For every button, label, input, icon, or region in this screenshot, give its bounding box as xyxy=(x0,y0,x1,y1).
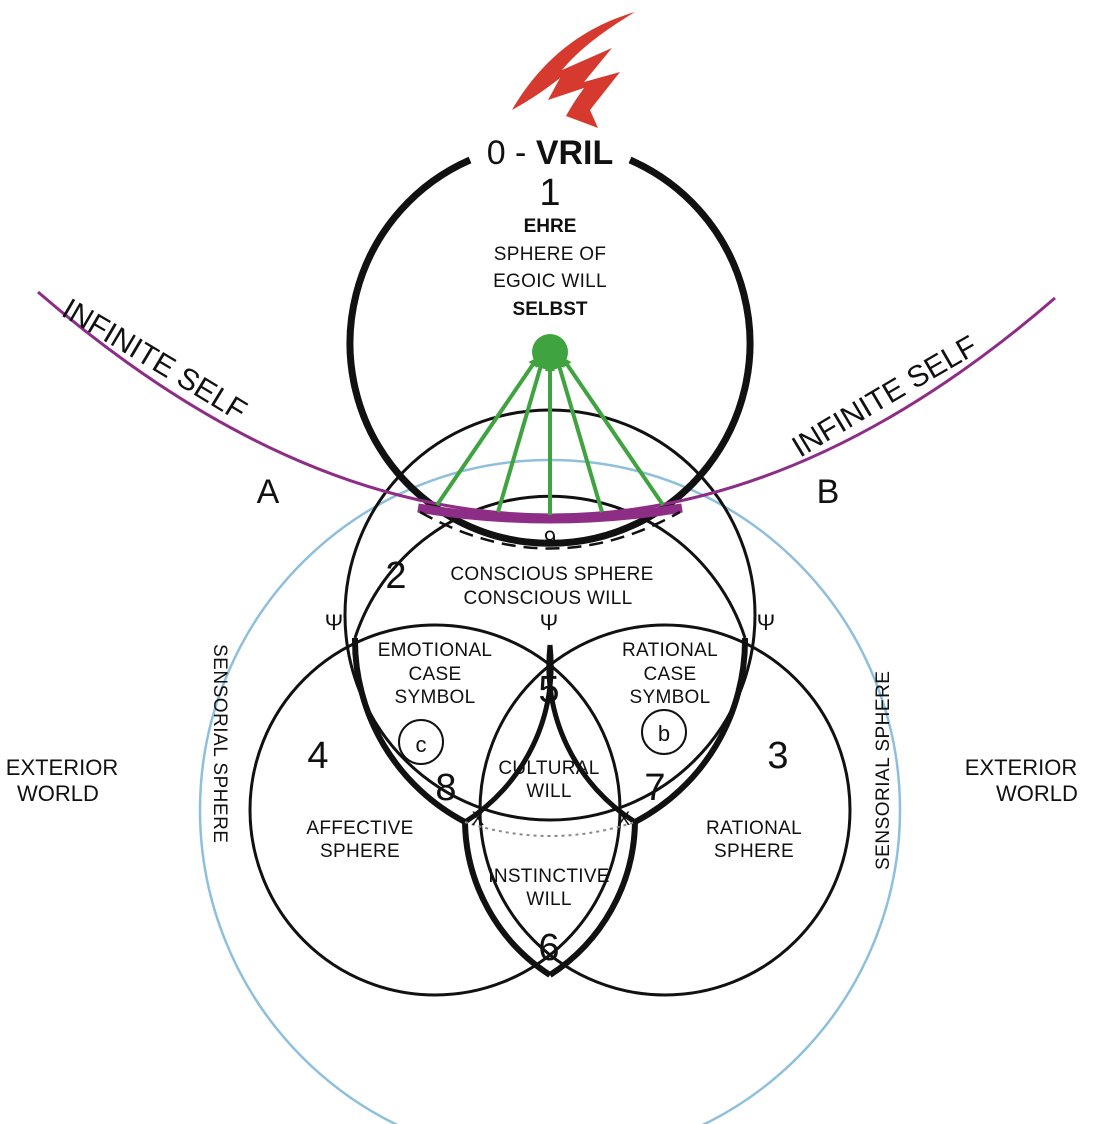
infinite-self-left-label: INFINITE SELF xyxy=(56,293,252,428)
psi-symbol-right: Ψ xyxy=(757,610,775,635)
rational-sphere-number: 3 xyxy=(767,735,788,777)
conscious-sphere-line2: CONSCIOUS WILL xyxy=(464,588,633,609)
rational-case-outline xyxy=(633,637,749,825)
rational-sphere-line2: SPHERE xyxy=(714,841,794,862)
sensorial-left-label: SENSORIAL SPHERE xyxy=(209,644,230,843)
exterior-right-line2: WORLD xyxy=(996,781,1078,806)
conscious-threshold-dashed xyxy=(419,510,681,550)
circle-b-letter: b xyxy=(658,721,670,746)
selbst-arrow xyxy=(554,358,604,513)
affective-number: 4 xyxy=(307,735,328,777)
rational-case-line2: CASE xyxy=(644,664,697,685)
circle-b-badge xyxy=(641,709,687,755)
conscious-sphere-number: 2 xyxy=(385,555,406,597)
point-7-label: 7 xyxy=(644,767,665,809)
infinite-self-right-label: INFINITE SELF xyxy=(786,330,982,464)
selbst-arrow xyxy=(496,358,546,513)
point-b-label: B xyxy=(817,473,840,511)
selbst-point xyxy=(532,334,568,370)
rational-case-line1: RATIONAL xyxy=(622,640,718,661)
ehre-label: EHRE xyxy=(524,216,577,237)
point-9-label: 9 xyxy=(544,526,556,551)
emotional-case-outline xyxy=(351,637,467,825)
ego-sphere-circle xyxy=(346,156,754,547)
psi-symbol-left: Ψ xyxy=(325,610,343,635)
cross-mark-right: X xyxy=(618,809,631,830)
lightning-bolt-icon xyxy=(512,12,635,128)
affective-line1: AFFECTIVE xyxy=(306,818,413,839)
cultural-number: 5 xyxy=(538,669,559,711)
selbst-arrow xyxy=(561,356,665,507)
circle-c-badge xyxy=(398,719,444,765)
egoic-will-line1: SPHERE OF xyxy=(494,244,607,265)
instinctive-line1: INSTINCTIVE xyxy=(488,866,610,887)
ego-conscious-overlap-band xyxy=(417,503,683,524)
rational-sphere-line1: RATIONAL xyxy=(706,818,802,839)
emotional-line3: SYMBOL xyxy=(395,687,476,708)
exterior-left-line1: EXTERIOR xyxy=(6,755,118,780)
cultural-lens-outline xyxy=(463,644,637,825)
rational-case-line3: SYMBOL xyxy=(630,687,711,708)
instinctive-lens-outline xyxy=(462,821,638,978)
instinct-boundary-dotted xyxy=(464,821,636,837)
cross-mark-left: X xyxy=(472,809,485,830)
exterior-right-line1: EXTERIOR xyxy=(965,755,1077,780)
cultural-line2: WILL xyxy=(526,781,572,802)
point-a-label: A xyxy=(257,473,280,511)
ego-sphere-number: 1 xyxy=(539,172,560,214)
egoic-will-line2: EGOIC WILL xyxy=(493,271,607,292)
psi-symbol-center: Ψ xyxy=(540,610,558,635)
sensorial-right-label: SENSORIAL SPHERE xyxy=(873,671,894,870)
affective-line2: SPHERE xyxy=(320,841,400,862)
exterior-left-line2: WORLD xyxy=(17,781,99,806)
point-8-label: 8 xyxy=(435,767,456,809)
conscious-sphere-line1: CONSCIOUS SPHERE xyxy=(450,564,653,585)
instinctive-line2: WILL xyxy=(526,889,572,910)
circle-c-letter: c xyxy=(416,732,427,757)
vril-label: 0 - VRIL xyxy=(487,134,614,172)
emotional-line2: CASE xyxy=(409,664,462,685)
selbst-arrow xyxy=(435,356,539,507)
emotional-line1: EMOTIONAL xyxy=(378,640,493,661)
selbst-label: SELBST xyxy=(513,299,588,320)
instinctive-number: 6 xyxy=(538,927,559,969)
cultural-line1: CULTURAL xyxy=(498,758,599,779)
